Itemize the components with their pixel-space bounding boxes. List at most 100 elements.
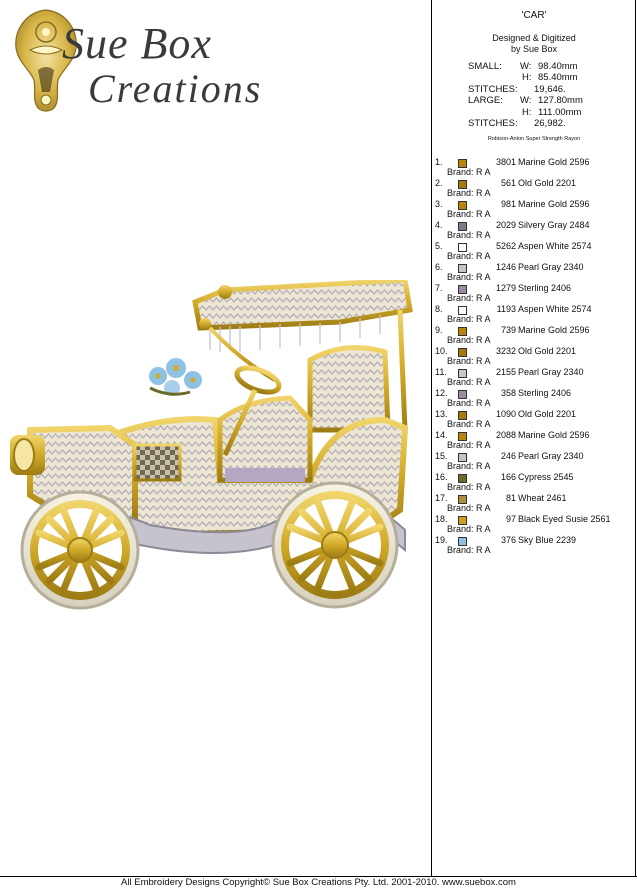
color-number: 4. [435, 220, 443, 230]
color-stitches: 246 [500, 451, 516, 461]
color-name: Aspen White 2574 [518, 241, 592, 251]
color-stitches: 561 [500, 178, 516, 188]
color-number: 6. [435, 262, 443, 272]
designed-by: Designed & Digitized by Sue Box [432, 33, 636, 55]
color-swatch-icon [458, 348, 467, 357]
large-stitches-label: STITCHES: [468, 118, 518, 129]
color-number: 1. [435, 157, 443, 167]
color-stitches: 2029 [495, 220, 516, 230]
color-brand: Brand: R A [447, 545, 491, 555]
color-swatch-icon [458, 432, 467, 441]
color-number: 5. [435, 241, 443, 251]
color-swatch-icon [458, 264, 467, 273]
color-name: Pearl Gray 2340 [518, 451, 584, 461]
color-brand: Brand: R A [447, 356, 491, 366]
color-stitches: 739 [500, 325, 516, 335]
color-swatch-icon [458, 159, 467, 168]
color-stitches: 166 [500, 472, 516, 482]
color-number: 12. [435, 388, 448, 398]
large-stitches-value: 26,982. [534, 118, 566, 129]
color-brand: Brand: R A [447, 419, 491, 429]
color-swatch-icon [458, 474, 467, 483]
footer-copyright: All Embroidery Designs Copyright© Sue Bo… [121, 877, 516, 888]
color-brand: Brand: R A [447, 314, 491, 324]
color-brand: Brand: R A [447, 482, 491, 492]
color-brand: Brand: R A [447, 167, 491, 177]
large-label: LARGE: [468, 95, 503, 106]
color-swatch-icon [458, 411, 467, 420]
logo-emblem-icon [15, 9, 77, 112]
color-stitches: 1193 [496, 304, 516, 314]
color-swatch-icon [458, 516, 467, 525]
color-number: 2. [435, 178, 443, 188]
design-title: 'CAR' [521, 10, 547, 21]
color-stitches: 1090 [495, 409, 516, 419]
color-number: 9. [435, 325, 443, 335]
color-name: Old Gold 2201 [518, 346, 577, 356]
color-number: 14. [435, 430, 448, 440]
small-stitches-value: 19,646. [534, 84, 566, 95]
logo: Sue Box Creations [0, 0, 270, 120]
logo-text-line1: Sue Box [62, 19, 212, 68]
color-number: 16. [435, 472, 448, 482]
small-h-label: H: [522, 72, 532, 83]
color-name: Marine Gold 2596 [518, 199, 590, 209]
color-number: 19. [435, 535, 448, 545]
color-brand: Brand: R A [447, 230, 491, 240]
color-number: 10. [435, 346, 448, 356]
color-stitches: 2088 [495, 430, 516, 440]
color-swatch-icon [458, 495, 467, 504]
color-brand: Brand: R A [447, 461, 491, 471]
small-stitches-label: STITCHES: [468, 84, 518, 95]
color-brand: Brand: R A [447, 209, 491, 219]
color-stitches: 81 [505, 493, 516, 503]
color-brand: Brand: R A [447, 251, 491, 261]
color-swatch-icon [458, 327, 467, 336]
color-stitches: 376 [500, 535, 516, 545]
color-number: 13. [435, 409, 448, 419]
color-brand: Brand: R A [447, 377, 491, 387]
color-number: 15. [435, 451, 448, 461]
color-brand: Brand: R A [447, 335, 491, 345]
color-name: Sterling 2406 [518, 283, 572, 293]
color-swatch-icon [458, 537, 467, 546]
color-name: Pearl Gray 2340 [518, 367, 584, 377]
color-name: Aspen White 2574 [518, 304, 592, 314]
color-number: 3. [435, 199, 443, 209]
color-swatch-icon [458, 369, 467, 378]
color-stitches: 1279 [495, 283, 516, 293]
color-name: Pearl Gray 2340 [518, 262, 584, 272]
color-brand: Brand: R A [447, 188, 491, 198]
color-name: Old Gold 2201 [518, 178, 577, 188]
color-stitches: 1246 [495, 262, 516, 272]
large-h-label: H: [522, 107, 532, 118]
color-name: Marine Gold 2596 [518, 325, 590, 335]
color-number: 17. [435, 493, 448, 503]
color-swatch-icon [458, 222, 467, 231]
color-swatch-icon [458, 243, 467, 252]
color-stitches: 3801 [495, 157, 516, 167]
thread-brand: Robison-Anton Super Strength Rayon [487, 136, 581, 142]
color-swatch-icon [458, 390, 467, 399]
color-swatch-icon [458, 180, 467, 189]
color-brand: Brand: R A [447, 293, 491, 303]
small-h-value: 85.40mm [538, 72, 578, 83]
color-name: Marine Gold 2596 [518, 430, 590, 440]
color-brand: Brand: R A [447, 272, 491, 282]
large-h-value: 111.00mm [538, 107, 582, 118]
logo-text-line2: Creations [88, 66, 263, 111]
color-stitches: 981 [500, 199, 516, 209]
color-stitches: 3232 [495, 346, 516, 356]
color-swatch-icon [458, 201, 467, 210]
